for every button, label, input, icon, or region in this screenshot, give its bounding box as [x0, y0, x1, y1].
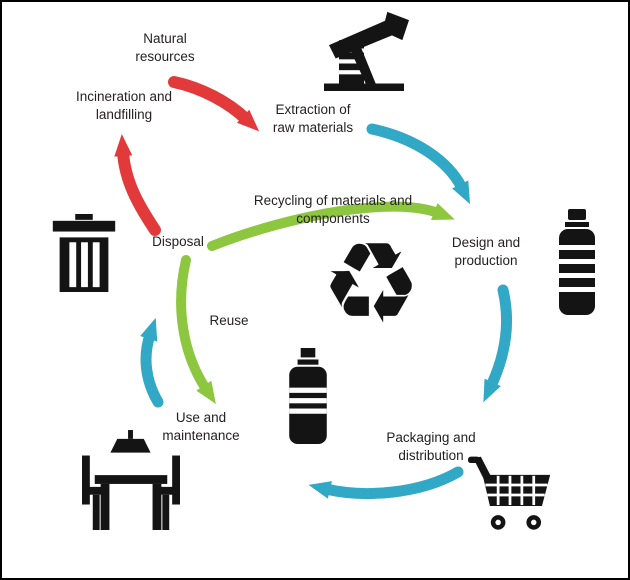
trash-can-icon — [49, 214, 119, 292]
label-incineration-landfilling: Incineration and landfilling — [75, 89, 173, 122]
detergent-bottle-icon — [284, 348, 332, 444]
label-extraction-raw-materials: Extraction of raw materials — [272, 102, 354, 135]
oil-pump-icon — [314, 10, 414, 92]
arrow-design-to-packaging — [483, 284, 513, 403]
arrow-extraction-to-design — [366, 123, 471, 205]
label-recycling-materials: Recycling of materials and components — [253, 193, 413, 226]
arrow-packaging-to-use — [308, 466, 464, 499]
label-disposal: Disposal — [152, 234, 204, 249]
shopping-cart-icon — [468, 452, 552, 538]
arrow-disposal-to-incineration — [114, 134, 161, 236]
label-natural-resources: Natural resources — [135, 31, 195, 64]
arrow-natural-to-extraction — [168, 76, 260, 132]
arrow-reuse-to-use — [176, 255, 216, 405]
label-reuse: Reuse — [209, 313, 249, 328]
dining-set-icon — [82, 430, 180, 532]
label-packaging-distribution: Packaging and distribution — [386, 430, 476, 463]
recycling-symbol-icon: ♻ — [320, 219, 422, 349]
label-design-production: Design and production — [451, 235, 521, 268]
label-use-maintenance: Use and maintenance — [162, 410, 240, 443]
water-bottle-icon — [555, 208, 599, 316]
arrow-use-to-disposal — [140, 317, 164, 408]
